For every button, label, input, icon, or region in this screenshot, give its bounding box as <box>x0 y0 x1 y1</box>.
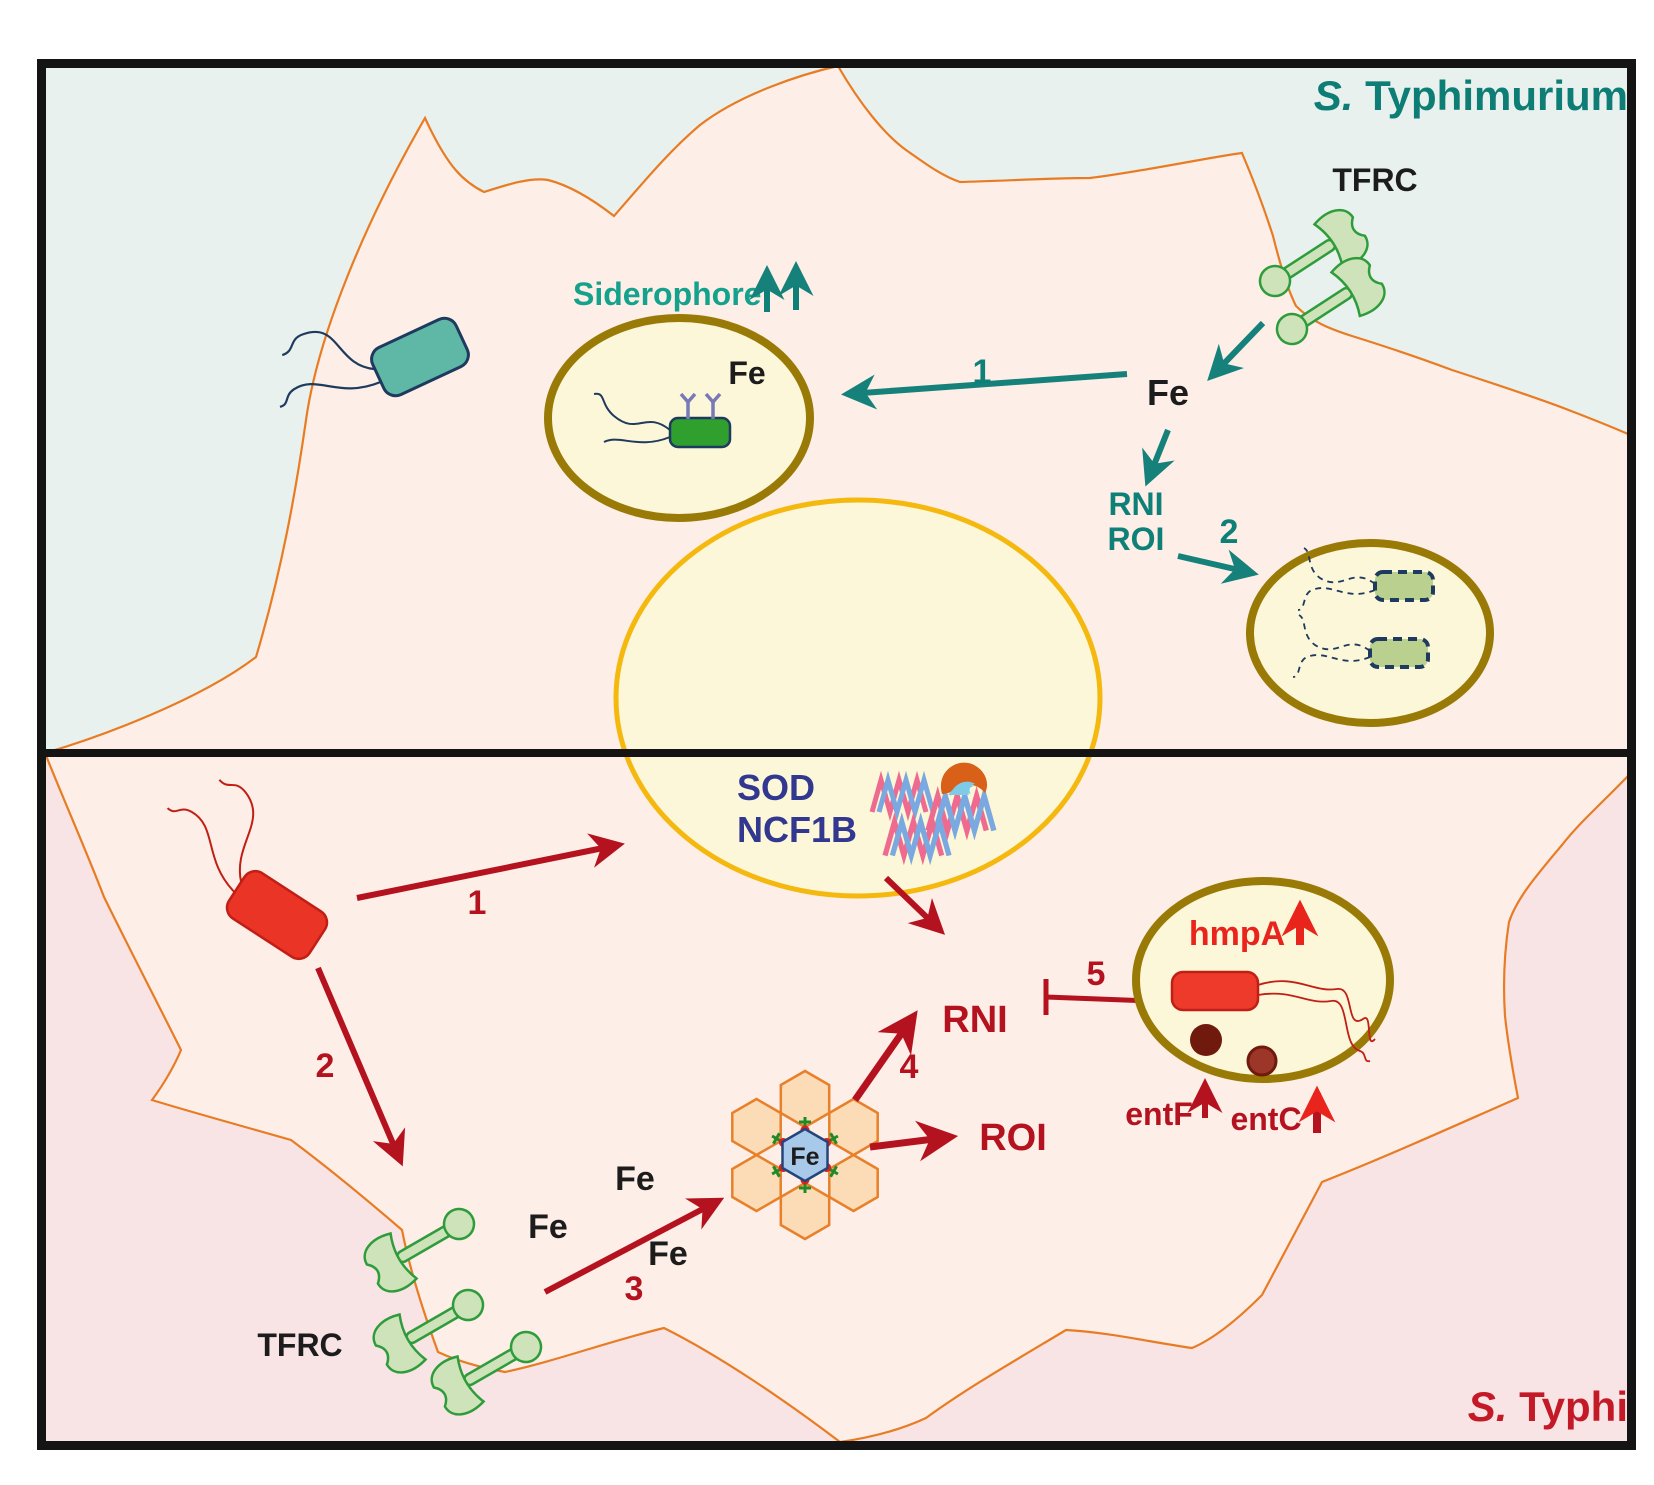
degraded-bacterium <box>1297 547 1435 611</box>
arrow-nucleus-to-rni <box>883 875 946 935</box>
entf-label: entF <box>1125 1096 1193 1132</box>
typhi-bacterium-in-vacuole <box>1170 970 1376 1063</box>
iron-core-hexagon <box>781 1127 829 1183</box>
tfrc-label-bottom: TFRC <box>257 1327 342 1363</box>
inhibition-step5 <box>1043 979 1151 1015</box>
arrow-step3-bottom <box>543 1197 725 1295</box>
ncf1b-gene-label: NCF1B <box>737 809 857 850</box>
hmpa-label: hmpA <box>1189 915 1285 953</box>
fe-label-bottom-1: Fe <box>528 1208 568 1246</box>
step2-label-bottom: 2 <box>316 1047 335 1085</box>
arrow-to-roi <box>869 1120 959 1162</box>
typhi-title-species: S. <box>1468 1383 1508 1430</box>
half-divider-line <box>42 749 1631 757</box>
ferritin-iron-complex: Fe <box>731 1069 879 1241</box>
arrow-step2-top <box>1177 549 1259 584</box>
entc-label: entC <box>1230 1101 1301 1137</box>
bacterium-with-siderophore-receptors <box>593 392 732 449</box>
arrow-step1-bottom <box>356 833 625 901</box>
typhimurium-bacterium-entering <box>279 316 470 408</box>
tfrc-label-top: TFRC <box>1332 162 1417 198</box>
siderophore-label: Siderophore <box>573 276 761 312</box>
step1-label-top: 1 <box>973 353 992 391</box>
arrow-step2-bottom <box>315 966 406 1167</box>
siderophore-up-arrows-icon <box>749 261 814 312</box>
step2-label-top: 2 <box>1220 513 1239 551</box>
rni-label-top: RNI <box>1108 486 1163 522</box>
typhimurium-title: S. Typhimurium <box>1314 72 1628 119</box>
step1-label-bottom: 1 <box>468 884 487 922</box>
rni-label-bottom: RNI <box>942 999 1007 1041</box>
arrow-fe-to-rni <box>1142 428 1175 487</box>
siderophore-receptor-icon <box>679 392 722 419</box>
step4-label-bottom: 4 <box>900 1048 919 1086</box>
arrow-step1-top <box>841 371 1128 410</box>
rna-polymerase-icon <box>940 762 988 796</box>
arrow-step4-bottom <box>852 1010 918 1103</box>
typhi-bacterium-free <box>166 779 329 961</box>
typhimurium-title-name: Typhimurium <box>1353 72 1628 119</box>
arrow-tfrc-to-fe <box>1207 320 1266 382</box>
fe-label-bottom-3: Fe <box>648 1235 688 1273</box>
figure-frame <box>37 59 1636 1450</box>
siderophore-granule <box>1190 1024 1222 1056</box>
typhi-title: S. Typhi <box>1468 1383 1628 1430</box>
vacuole-fe-label: Fe <box>728 355 765 391</box>
fe-label-top: Fe <box>1147 372 1189 413</box>
degradation-vacuole <box>1246 539 1494 727</box>
step5-label-bottom: 5 <box>1087 955 1106 993</box>
sod-gene-label: SOD <box>737 767 815 808</box>
typhi-title-name: Typhi <box>1507 1383 1628 1430</box>
typhimurium-title-species: S. <box>1314 72 1354 119</box>
fe-label-bottom-2: Fe <box>615 1160 655 1198</box>
ferritin-fe-label: Fe <box>790 1143 819 1171</box>
degraded-bacterium <box>1292 614 1430 678</box>
roi-label-bottom: ROI <box>979 1117 1047 1159</box>
roi-label-top: ROI <box>1108 521 1165 557</box>
nucleus <box>613 497 1103 899</box>
siderophore-granule <box>1246 1045 1278 1077</box>
step3-label-bottom: 3 <box>625 1270 644 1308</box>
